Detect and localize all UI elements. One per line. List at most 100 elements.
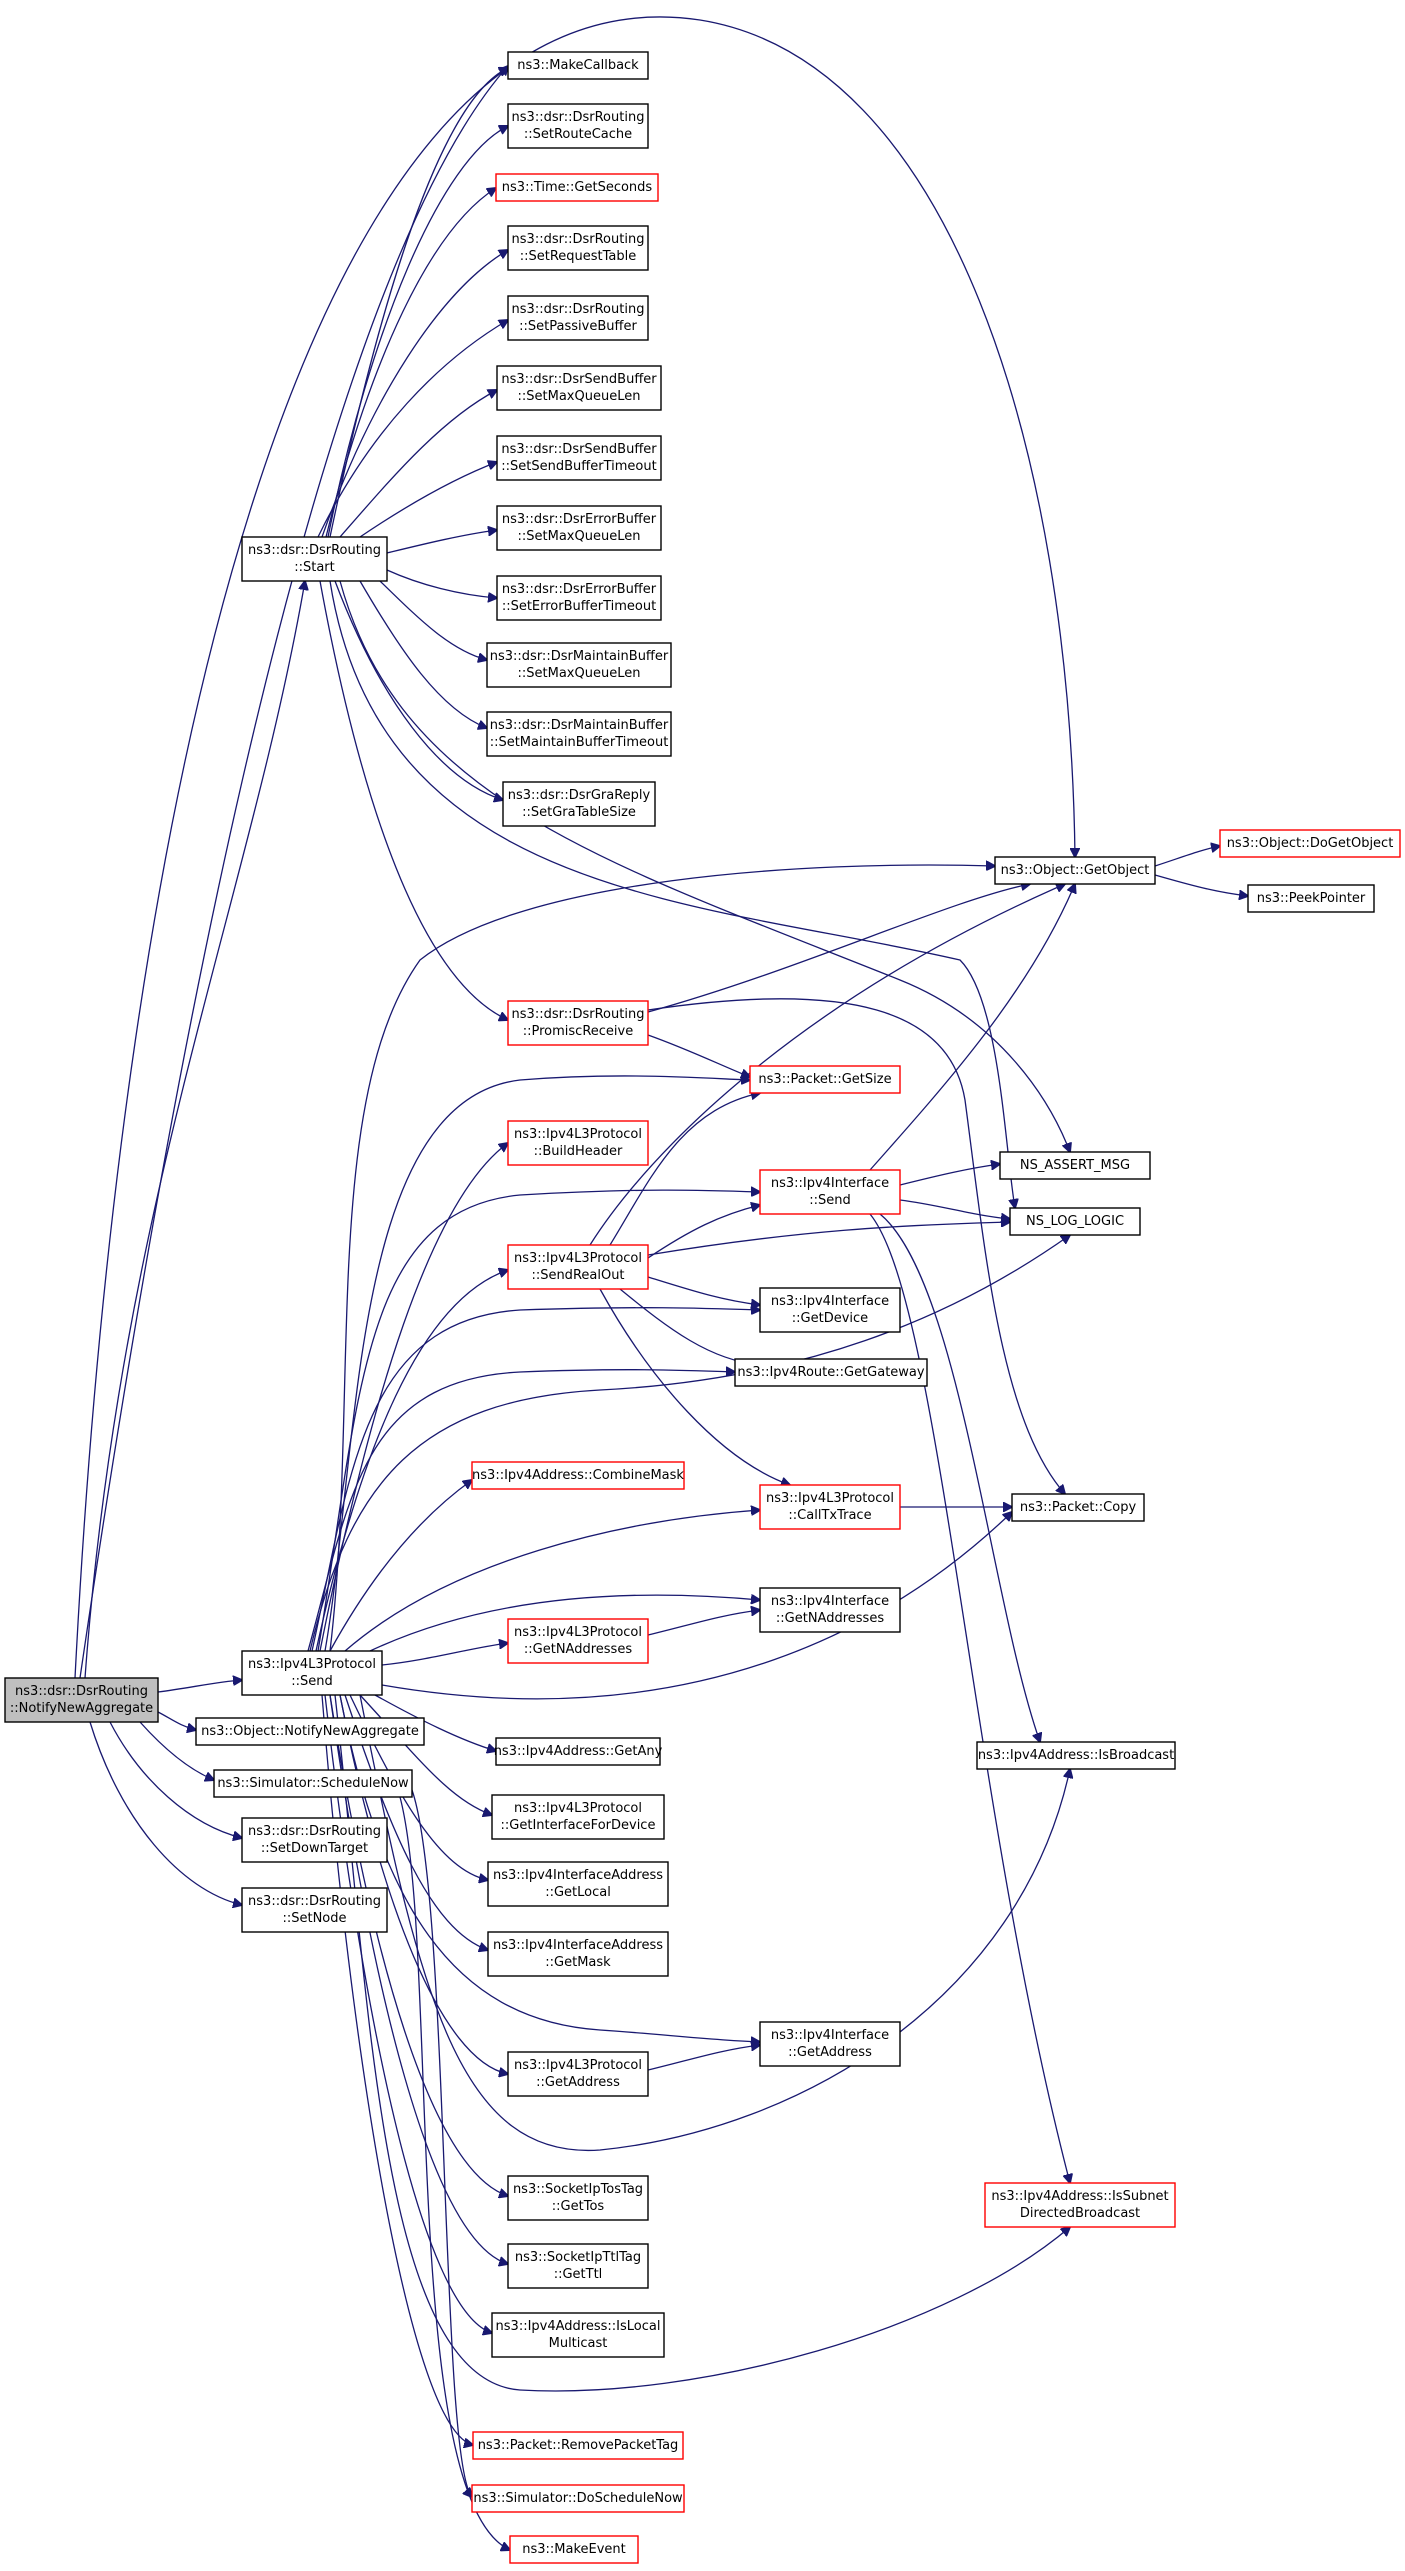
edge-root-to-setdown xyxy=(109,1721,242,1838)
edge-ipv4send-to-getttl xyxy=(329,1694,508,2264)
node-label: ns3::Ipv4L3Protocol xyxy=(766,1491,894,1506)
node-box xyxy=(507,1244,649,1290)
node-label: ::SendRealOut xyxy=(531,1268,624,1283)
node-label: ns3::Ipv4L3Protocol xyxy=(514,1801,642,1816)
node-getmask[interactable]: ns3::Ipv4InterfaceAddress::GetMask xyxy=(487,1931,669,1977)
node-l3getaddr[interactable]: ns3::Ipv4L3Protocol::GetAddress xyxy=(507,2051,649,2097)
node-box xyxy=(487,1861,669,1907)
node-getany[interactable]: ns3::Ipv4Address::GetAny xyxy=(494,1737,663,1766)
node-mbmaxq[interactable]: ns3::dsr::DsrMaintainBuffer::SetMaxQueue… xyxy=(486,642,672,688)
node-box xyxy=(507,2175,649,2221)
node-label: ::SetErrorBufferTimeout xyxy=(502,599,656,614)
node-sendrealout[interactable]: ns3::Ipv4L3Protocol::SendRealOut xyxy=(507,1244,649,1290)
node-label: ::SetMaxQueueLen xyxy=(518,529,641,544)
edge-start-to-mbtimeout xyxy=(359,580,487,728)
node-label: ::GetInterfaceForDevice xyxy=(501,1818,656,1833)
node-box xyxy=(486,642,672,688)
edge-ipv4send-to-pktgetsize xyxy=(324,1076,750,1652)
node-label: ::SetGraTableSize xyxy=(522,805,636,820)
node-setreqtable[interactable]: ns3::dsr::DsrRouting::SetRequestTable xyxy=(507,225,649,271)
node-buildheader[interactable]: ns3::Ipv4L3Protocol::BuildHeader xyxy=(507,1120,649,1166)
node-label: ns3::Ipv4Interface xyxy=(771,1294,889,1309)
edge-ipv4send-to-pktcopy xyxy=(381,1512,1012,1700)
node-calltxtrace[interactable]: ns3::Ipv4L3Protocol::CallTxTrace xyxy=(759,1484,901,1530)
node-pktcopy[interactable]: ns3::Packet::Copy xyxy=(1011,1493,1145,1522)
node-combinemask[interactable]: ns3::Ipv4Address::CombineMask xyxy=(471,1461,685,1490)
node-label: ::BuildHeader xyxy=(534,1144,623,1159)
node-setnode[interactable]: ns3::dsr::DsrRouting::SetNode xyxy=(241,1887,388,1933)
node-doschednow[interactable]: ns3::Simulator::DoScheduleNow xyxy=(471,2484,685,2513)
node-label: NS_ASSERT_MSG xyxy=(1020,1158,1130,1173)
node-l3getnaddr[interactable]: ns3::Ipv4L3Protocol::GetNAddresses xyxy=(507,1618,649,1664)
node-rmpkttag[interactable]: ns3::Packet::RemovePacketTag xyxy=(472,2431,684,2460)
node-ifsend[interactable]: ns3::Ipv4Interface::Send xyxy=(759,1169,901,1215)
node-label: ns3::dsr::DsrRouting xyxy=(15,1684,148,1699)
node-start[interactable]: ns3::dsr::DsrRouting::Start xyxy=(241,536,388,582)
node-getgateway[interactable]: ns3::Ipv4Route::GetGateway xyxy=(734,1358,928,1387)
node-dogetobject[interactable]: ns3::Object::DoGetObject xyxy=(1219,829,1401,858)
node-label: ns3::dsr::DsrErrorBuffer xyxy=(502,582,657,597)
node-label: ns3::MakeEvent xyxy=(522,2542,626,2557)
edge-start-to-getseconds xyxy=(325,188,496,538)
edge-ipv4send-to-loglogic xyxy=(309,1235,1070,1652)
node-label: ns3::Ipv4Route::GetGateway xyxy=(737,1365,924,1380)
node-getifdev[interactable]: ns3::Ipv4L3Protocol::GetInterfaceForDevi… xyxy=(491,1794,665,1840)
node-makecb[interactable]: ns3::MakeCallback xyxy=(507,51,649,80)
node-gettos[interactable]: ns3::SocketIpTosTag::GetTos xyxy=(507,2175,649,2221)
edge-ifsend-to-loglogic xyxy=(899,1199,1010,1219)
node-peekptr[interactable]: ns3::PeekPointer xyxy=(1247,884,1375,913)
edge-ipv4send-to-getany xyxy=(374,1694,496,1751)
node-assertmsg[interactable]: NS_ASSERT_MSG xyxy=(999,1151,1151,1180)
node-loglogic[interactable]: NS_LOG_LOGIC xyxy=(1009,1207,1141,1236)
node-gratable[interactable]: ns3::dsr::DsrGraReply::SetGraTableSize xyxy=(502,781,656,827)
node-root[interactable]: ns3::dsr::DsrRouting::NotifyNewAggregate xyxy=(4,1677,159,1723)
node-getobject[interactable]: ns3::Object::GetObject xyxy=(994,856,1156,885)
edge-start-to-mbmaxq xyxy=(379,580,487,660)
node-box xyxy=(195,1717,425,1746)
node-box xyxy=(487,1931,669,1977)
node-box xyxy=(759,1587,901,1633)
node-setroutecache[interactable]: ns3::dsr::DsrRouting::SetRouteCache xyxy=(507,103,649,149)
node-box xyxy=(507,1000,649,1046)
node-promisc[interactable]: ns3::dsr::DsrRouting::PromiscReceive xyxy=(507,1000,649,1046)
node-label: ns3::dsr::DsrRouting xyxy=(512,110,645,125)
edge-sendrealout-to-loglogic xyxy=(647,1222,1010,1256)
node-ebmaxq[interactable]: ns3::dsr::DsrErrorBuffer::SetMaxQueueLen xyxy=(496,505,662,551)
node-ifgetaddr[interactable]: ns3::Ipv4Interface::GetAddress xyxy=(759,2021,901,2067)
node-schednow[interactable]: ns3::Simulator::ScheduleNow xyxy=(213,1769,413,1798)
node-label: ::SetMaxQueueLen xyxy=(518,389,641,404)
node-issubnet[interactable]: ns3::Ipv4Address::IsSubnetDirectedBroadc… xyxy=(984,2182,1176,2228)
node-label: ns3::Simulator::ScheduleNow xyxy=(217,1776,409,1791)
node-box xyxy=(1009,1207,1141,1236)
node-ifgetnaddr[interactable]: ns3::Ipv4Interface::GetNAddresses xyxy=(759,1587,901,1633)
node-label: NS_LOG_LOGIC xyxy=(1026,1214,1124,1229)
node-setdown[interactable]: ns3::dsr::DsrRouting::SetDownTarget xyxy=(241,1817,388,1863)
node-getdevice[interactable]: ns3::Ipv4Interface::GetDevice xyxy=(759,1287,901,1333)
node-sbmaxq[interactable]: ns3::dsr::DsrSendBuffer::SetMaxQueueLen xyxy=(496,365,662,411)
node-getttl[interactable]: ns3::SocketIpTtlTag::GetTtl xyxy=(507,2243,649,2289)
node-label: ns3::Object::DoGetObject xyxy=(1227,836,1394,851)
node-setpassive[interactable]: ns3::dsr::DsrRouting::SetPassiveBuffer xyxy=(507,295,649,341)
node-getseconds[interactable]: ns3::Time::GetSeconds xyxy=(495,173,659,202)
node-label: ::GetNAddresses xyxy=(524,1642,632,1657)
node-box xyxy=(495,1737,661,1766)
node-label: ns3::dsr::DsrRouting xyxy=(248,1824,381,1839)
edge-ipv4send-to-ifgetnaddr xyxy=(369,1595,760,1652)
node-objnotify[interactable]: ns3::Object::NotifyNewAggregate xyxy=(195,1717,425,1746)
node-pktgetsize[interactable]: ns3::Packet::GetSize xyxy=(749,1065,901,1094)
node-label: ns3::Ipv4Address::IsSubnet xyxy=(991,2189,1168,2204)
node-label: ::SetPassiveBuffer xyxy=(519,319,637,334)
node-ipv4send[interactable]: ns3::Ipv4L3Protocol::Send xyxy=(241,1650,383,1696)
node-makeevent[interactable]: ns3::MakeEvent xyxy=(509,2535,639,2564)
edge-root-to-start xyxy=(84,581,305,1679)
node-box xyxy=(507,295,649,341)
node-box xyxy=(759,1484,901,1530)
node-mbtimeout[interactable]: ns3::dsr::DsrMaintainBuffer::SetMaintain… xyxy=(486,711,672,757)
node-getlocal[interactable]: ns3::Ipv4InterfaceAddress::GetLocal xyxy=(487,1861,669,1907)
node-isbroadcast[interactable]: ns3::Ipv4Address::IsBroadcast xyxy=(976,1741,1176,1770)
node-box xyxy=(495,173,659,202)
node-ebtimeout[interactable]: ns3::dsr::DsrErrorBuffer::SetErrorBuffer… xyxy=(496,575,662,621)
edge-promisc-to-getobject xyxy=(647,884,1030,1013)
node-sbtimeout[interactable]: ns3::dsr::DsrSendBuffer::SetSendBufferTi… xyxy=(496,435,662,481)
